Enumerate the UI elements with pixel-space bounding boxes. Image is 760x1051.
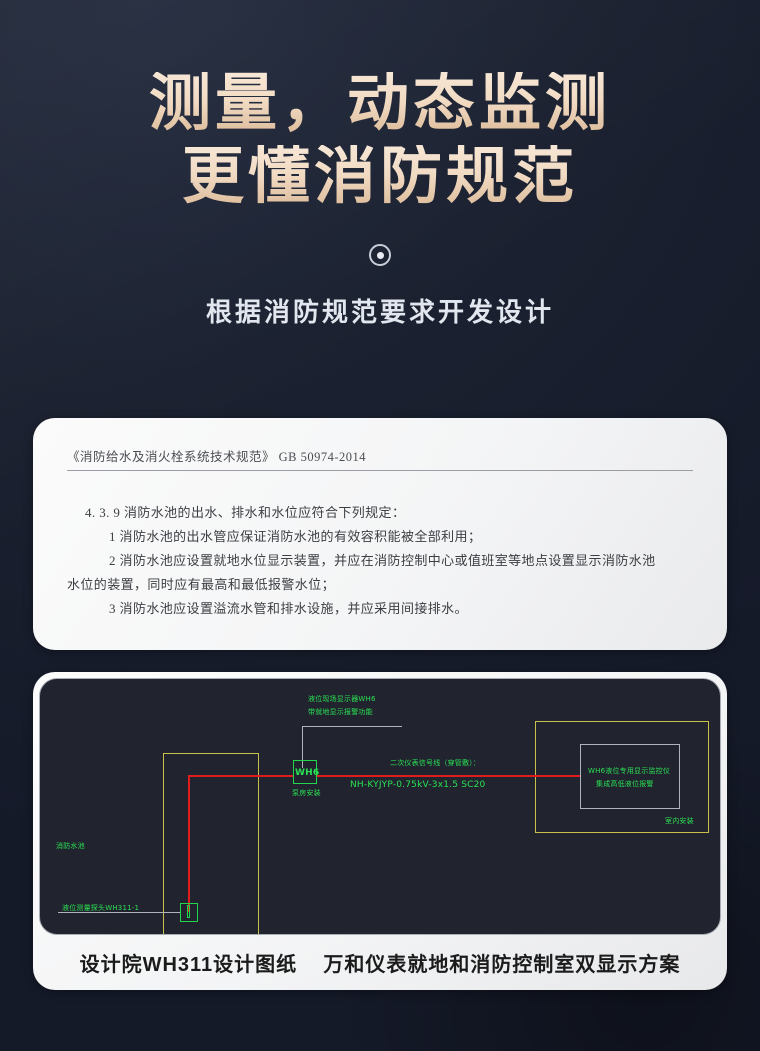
cable-spec: NH-KYJYP-0.75kV-3x1.5 SC20 xyxy=(350,780,486,790)
diagram-caption: 设计院WH311设计图纸 万和仪表就地和消防控制室双显示方案 xyxy=(79,954,681,976)
control-room-mount-note: 室内安装 xyxy=(665,817,694,825)
pool-label: 消防水池 xyxy=(56,842,85,850)
cable-note: 二次仪表信号线（穿管敷）： xyxy=(390,759,481,767)
clause-item-3: 3 消防水池应设置溢流水管和排水设施，并应采用间接排水。 xyxy=(109,601,468,617)
hero-subtitle: 根据消防规范要求开发设计 xyxy=(205,297,554,328)
circle-dot-icon xyxy=(369,244,391,267)
clause-body: 4. 3. 9 消防水池的出水、排水和水位应符合下列规定： 1 消防水池的出水管… xyxy=(67,501,693,621)
pool-boundary xyxy=(163,753,259,934)
signal-wire-vertical xyxy=(188,775,190,912)
clause-item-2: 2 消防水池应设置就地水位显示装置，并应在消防控制中心或值班室等地点设置显示消防… xyxy=(109,553,656,569)
clause-item-2-continued: 水位的装置，同时应有最高和最低报警水位； xyxy=(67,577,336,593)
field-display-device-tag: WH6 xyxy=(295,768,320,778)
control-room-monitor-line-1: WH6液位专用显示监控仪 xyxy=(588,767,671,775)
control-room-boundary xyxy=(535,721,709,833)
level-probe-label: 液位测量探头WH311-1 xyxy=(62,904,140,912)
probe-lead-line xyxy=(58,912,180,913)
clause-lead: 4. 3. 9 消防水池的出水、排水和水位应符合下列规定： xyxy=(85,505,406,520)
control-room-monitor-box xyxy=(580,744,680,809)
control-room-monitor-line-2: 集成高低液位报警 xyxy=(596,780,654,788)
hero-title-line-1: 测量，动态监测 xyxy=(0,72,760,135)
hero-section: 测量，动态监测 更懂消防规范 根据消防规范要求开发设计 xyxy=(0,0,760,329)
hero-title-line-2: 更懂消防规范 xyxy=(0,145,760,208)
hero-divider xyxy=(0,244,760,267)
field-display-device-mount: 泵房安装 xyxy=(292,789,321,797)
level-probe-inner xyxy=(187,905,190,918)
field-display-device xyxy=(293,760,317,784)
field-display-callout-line-1: 液位现场显示器WH6 xyxy=(308,695,376,703)
signal-wire-horizontal-right xyxy=(317,775,581,777)
standard-document-card: 《消防给水及消火栓系统技术规范》 GB 50974-2014 4. 3. 9 消… xyxy=(33,418,727,650)
diagram-card: WH6 泵房安装 液位现场显示器WH6 带就地显示报警功能 二次仪表信号线（穿管… xyxy=(33,672,727,990)
callout-lead-horizontal xyxy=(302,726,402,727)
field-display-callout-line-2: 带就地显示报警功能 xyxy=(308,708,373,716)
callout-lead-vertical xyxy=(302,726,303,768)
cad-drawing: WH6 泵房安装 液位现场显示器WH6 带就地显示报警功能 二次仪表信号线（穿管… xyxy=(39,678,721,935)
signal-wire-horizontal-left xyxy=(188,775,293,777)
document-content: 《消防给水及消火栓系统技术规范》 GB 50974-2014 4. 3. 9 消… xyxy=(33,418,727,621)
standard-title: 《消防给水及消火栓系统技术规范》 GB 50974-2014 xyxy=(67,446,693,471)
clause-item-1: 1 消防水池的出水管应保证消防水池的有效容积能被全部利用； xyxy=(109,529,482,545)
level-probe-device xyxy=(180,903,198,922)
